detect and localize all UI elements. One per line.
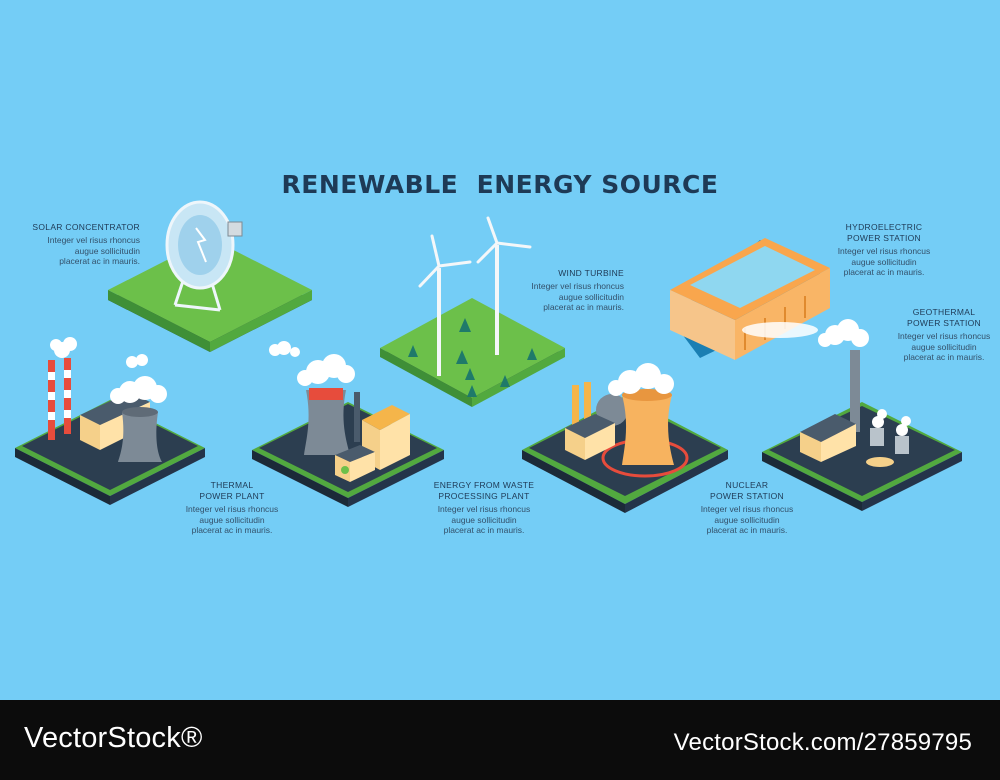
description-line: augue sollicitudin (199, 514, 265, 525)
label-hydroelectric: HYDROELECTRIC POWER STATION Integer vel … (822, 222, 946, 278)
label-description: Integer vel risus rhoncus augue sollicit… (20, 235, 140, 267)
label-description: Integer vel risus rhoncus augue sollicit… (685, 504, 809, 536)
label-heading: POWER STATION (710, 491, 784, 501)
label-geothermal: GEOTHERMAL POWER STATION Integer vel ris… (888, 307, 1000, 363)
vectorstock-url: VectorStock.com/27859795 (673, 729, 972, 756)
description-line: Integer vel risus rhoncus (47, 235, 140, 245)
description-line: placerat ac in mauris. (443, 525, 525, 535)
description-line: placerat ac in mauris. (191, 525, 273, 535)
description-line: Integer vel risus rhoncus (531, 281, 624, 291)
label-solar-concentrator: SOLAR CONCENTRATOR Integer vel risus rho… (20, 222, 140, 267)
label-heading: NUCLEAR (725, 480, 769, 490)
description-line: placerat ac in mauris. (903, 352, 985, 362)
solar-concentrator-illustration (108, 200, 312, 352)
description-line: Integer vel risus rhoncus (185, 504, 279, 514)
watermark-footer: VectorStock® VectorStock.com/27859795 (0, 700, 1000, 780)
wind-turbine-illustration (380, 216, 565, 407)
label-nuclear: NUCLEAR POWER STATION Integer vel risus … (685, 480, 809, 536)
description-line: augue sollicitudin (558, 291, 624, 302)
isometric-scene (15, 200, 962, 513)
label-heading: HYDROELECTRIC (845, 222, 923, 232)
description-line: placerat ac in mauris. (543, 302, 624, 312)
label-heading: ENERGY FROM WASTE (433, 480, 535, 490)
description-line: placerat ac in mauris. (59, 256, 140, 266)
geothermal-power-station-illustration (762, 319, 962, 511)
infographic-canvas: RENEWABLE ENERGY SOURCE SOLAR CONCENTRAT… (0, 0, 1000, 700)
label-description: Integer vel risus rhoncus augue sollicit… (422, 504, 546, 536)
label-description: Integer vel risus rhoncus augue sollicit… (888, 331, 1000, 363)
description-line: placerat ac in mauris. (706, 525, 788, 535)
description-line: Integer vel risus rhoncus (700, 504, 794, 514)
label-heading: POWER STATION (847, 233, 921, 243)
description-line: augue sollicitudin (851, 256, 917, 267)
label-waste-processing: ENERGY FROM WASTE PROCESSING PLANT Integ… (422, 480, 546, 536)
description-line: augue sollicitudin (714, 514, 780, 525)
label-heading: SOLAR CONCENTRATOR (32, 222, 140, 232)
label-heading: GEOTHERMAL (912, 307, 976, 317)
label-heading: POWER STATION (907, 318, 981, 328)
label-thermal: THERMAL POWER PLANT Integer vel risus rh… (170, 480, 294, 536)
nuclear-power-station-illustration (522, 363, 728, 513)
vectorstock-logo: VectorStock® (24, 722, 203, 754)
label-wind-turbine: WIND TURBINE Integer vel risus rhoncus a… (500, 268, 624, 313)
thermal-power-plant-illustration (15, 337, 205, 505)
hydroelectric-dam-illustration (670, 238, 830, 360)
description-line: augue sollicitudin (451, 514, 517, 525)
description-line: augue sollicitudin (911, 341, 977, 352)
label-description: Integer vel risus rhoncus augue sollicit… (822, 246, 946, 278)
label-heading: PROCESSING PLANT (438, 491, 530, 501)
description-line: Integer vel risus rhoncus (897, 331, 991, 341)
description-line: Integer vel risus rhoncus (437, 504, 531, 514)
label-description: Integer vel risus rhoncus augue sollicit… (170, 504, 294, 536)
page-title: RENEWABLE ENERGY SOURCE (281, 170, 719, 199)
label-heading: WIND TURBINE (558, 268, 624, 278)
description-line: augue sollicitudin (74, 245, 140, 256)
label-heading: POWER PLANT (199, 491, 265, 501)
waste-processing-plant-illustration (252, 341, 444, 507)
description-line: Integer vel risus rhoncus (837, 246, 931, 256)
description-line: placerat ac in mauris. (843, 267, 925, 277)
label-description: Integer vel risus rhoncus augue sollicit… (500, 281, 624, 313)
label-heading: THERMAL (210, 480, 254, 490)
